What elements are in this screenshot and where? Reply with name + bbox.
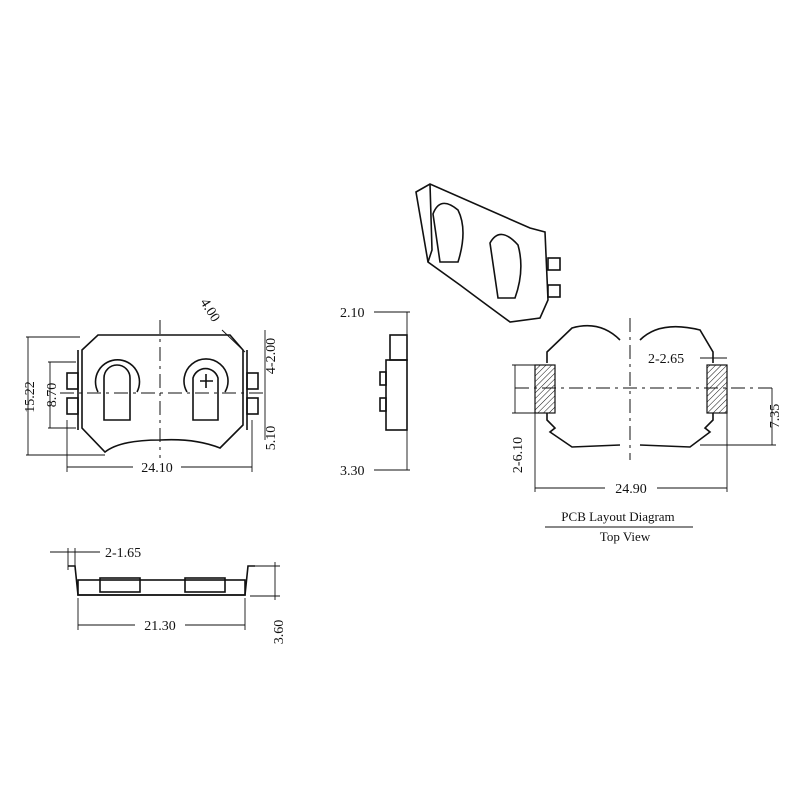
dim-pcb-span: 24.90 <box>615 482 647 497</box>
contact-cross-icon <box>200 374 213 388</box>
dim-side-top: 2.10 <box>340 306 365 321</box>
dim-front-height: 3.60 <box>272 620 287 645</box>
dim-tab: 4.00 <box>197 296 223 325</box>
dim-length: 21.30 <box>144 619 176 634</box>
pad-left <box>534 364 556 414</box>
dim-side-height: 3.30 <box>340 464 365 479</box>
pcb-title: PCB Layout Diagram <box>561 509 674 524</box>
dim-pad-offset: 5.10 <box>264 426 279 451</box>
dim-pcb-offset: 7.35 <box>768 404 783 429</box>
dim-pcb-pad-width: 2-2.65 <box>648 352 684 367</box>
top-view: 15.22 8.70 24.10 4.00 4-2.00 5.10 <box>23 296 279 476</box>
dim-height: 15.22 <box>23 381 38 413</box>
dim-pad-span: 8.70 <box>45 383 60 408</box>
isometric-view <box>415 183 561 323</box>
dim-pcb-pad-length: 2-6.10 <box>511 437 526 473</box>
pad-right <box>706 364 728 414</box>
dim-width: 24.10 <box>141 461 173 476</box>
pcb-subtitle: Top View <box>600 529 651 544</box>
dim-pad-width: 4-2.00 <box>264 338 279 374</box>
front-view: 2-1.65 21.30 3.60 <box>50 546 287 644</box>
pcb-layout: 2-6.10 24.90 7.35 2-2.65 PCB Layout Diag… <box>511 318 783 544</box>
side-view: 2.10 3.30 <box>340 306 410 479</box>
dim-lead: 2-1.65 <box>105 546 141 561</box>
